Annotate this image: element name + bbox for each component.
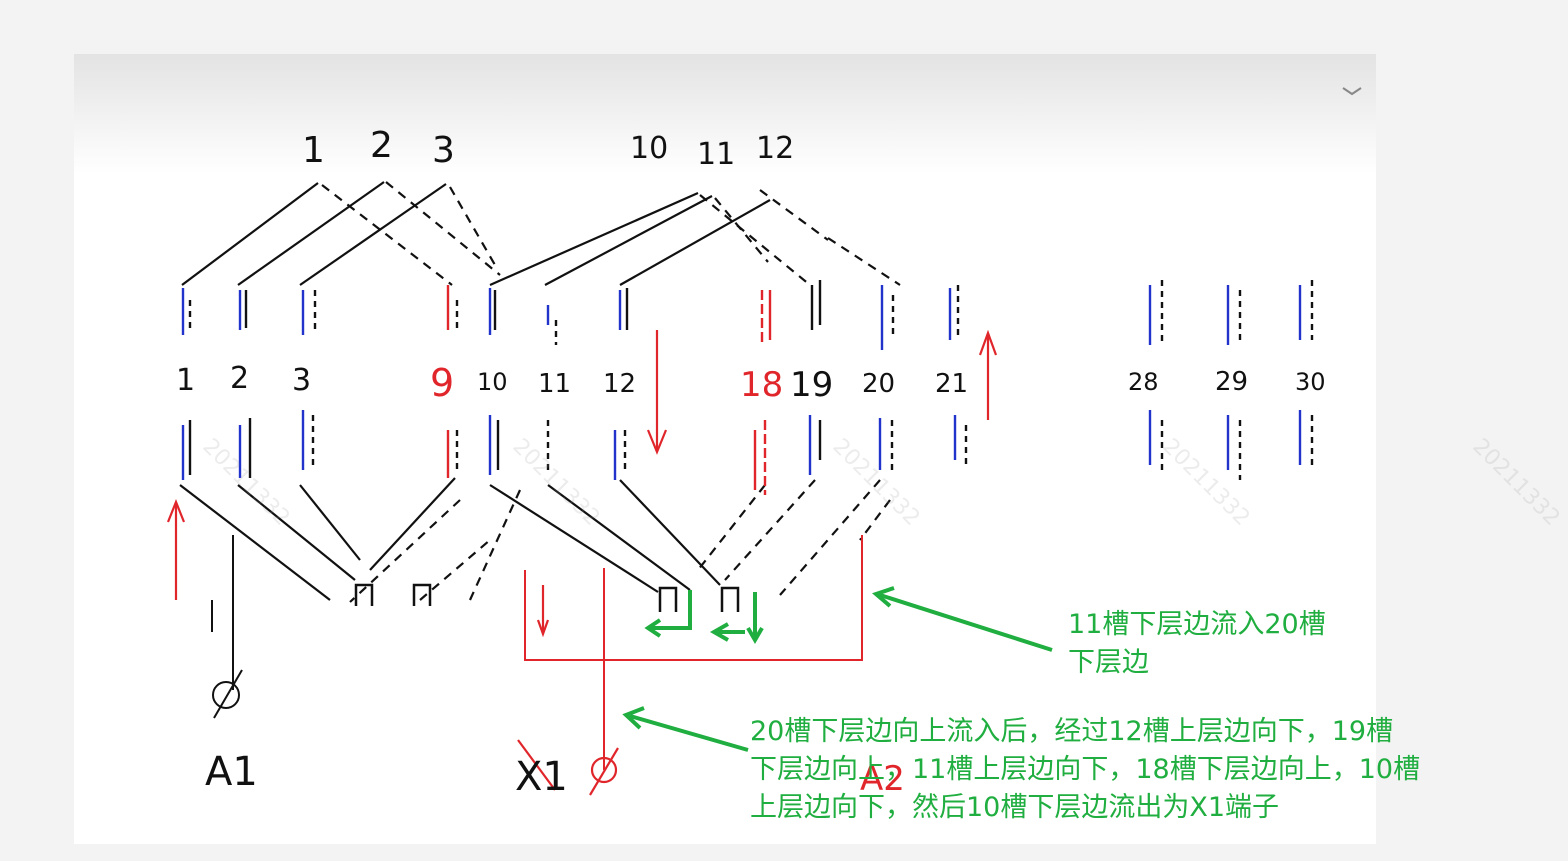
slot-label: 12: [603, 369, 636, 399]
slot-label: 2: [230, 361, 249, 396]
slot-label: 18: [740, 365, 783, 405]
top-label: 2: [370, 125, 393, 166]
x1-terminal: [517, 739, 619, 796]
upper-end-connections: [181, 181, 901, 287]
slot-label: 10: [477, 368, 508, 396]
top-label: 10: [630, 131, 668, 166]
terminal-label-a2: A2: [860, 759, 905, 799]
annotation-2: 20槽下层边向上流入后，经过12槽上层边向下，19槽 下层边向上，11槽上层边向…: [750, 716, 1421, 823]
top-label: 3: [432, 130, 455, 171]
annotation-1: 11槽下层边流入20槽 下层边: [1068, 609, 1326, 678]
terminal-label-a1: A1: [205, 749, 258, 795]
slot-label: 1: [176, 363, 195, 398]
slot-label: 9: [430, 361, 454, 405]
top-label: 1: [302, 130, 325, 171]
drawing-canvas: [74, 54, 1376, 844]
top-label: 11: [697, 137, 735, 172]
current-arrows: [166, 329, 998, 638]
terminal-label-x1: X1: [515, 754, 568, 800]
a1-lead: [211, 535, 243, 719]
slot-label: 29: [1215, 367, 1248, 397]
slot-label: 11: [538, 369, 571, 399]
slot-label: 30: [1295, 368, 1326, 396]
slot-label: 21: [935, 369, 968, 399]
slot-label: 3: [292, 363, 311, 398]
green-arrows: [622, 586, 1053, 752]
slot-conductors: [181, 280, 1314, 495]
top-label: 12: [756, 131, 794, 166]
slot-label: 28: [1128, 368, 1159, 396]
coil-end-hooks: [354, 583, 740, 612]
series-connection: [524, 535, 863, 770]
slot-label: 20: [862, 369, 895, 399]
lower-end-connections: [179, 477, 891, 603]
slot-label: 19: [790, 365, 833, 405]
chevron-down-icon[interactable]: [1340, 84, 1364, 98]
